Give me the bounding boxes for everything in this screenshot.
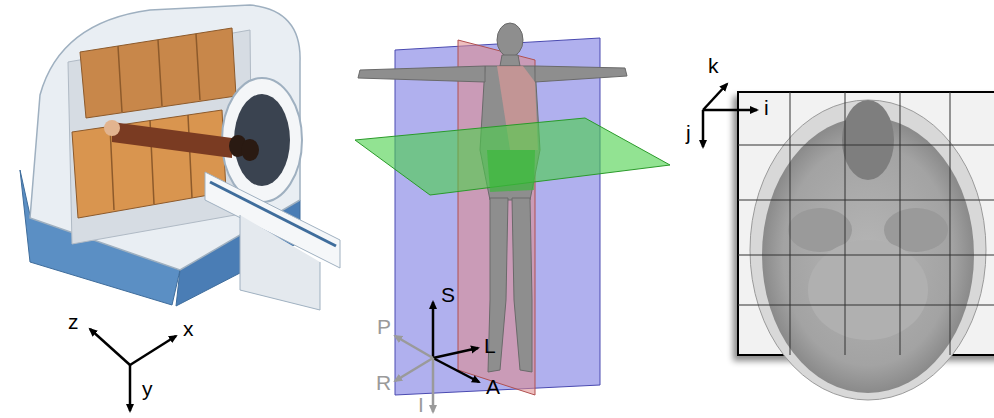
- axis-label: x: [183, 318, 194, 340]
- axis-label: A: [486, 376, 500, 398]
- anatomical-figure: [355, 23, 670, 395]
- axis-label: z: [68, 311, 79, 333]
- axial-slice: [738, 92, 994, 400]
- axis-label: R: [376, 372, 391, 394]
- scanner-axes: [90, 329, 176, 411]
- axis-label: L: [484, 335, 496, 357]
- mri-scanner: [20, 5, 340, 310]
- anatomical-axes: [395, 302, 479, 412]
- axis-label: y: [142, 378, 153, 400]
- axis-label: S: [441, 284, 455, 306]
- voxel-axes: [703, 84, 757, 147]
- axis-label: k: [708, 55, 719, 77]
- axis-label: i: [764, 97, 769, 119]
- axis-label: P: [377, 316, 391, 338]
- axis-label: I: [418, 394, 424, 416]
- axis-label: j: [686, 122, 691, 144]
